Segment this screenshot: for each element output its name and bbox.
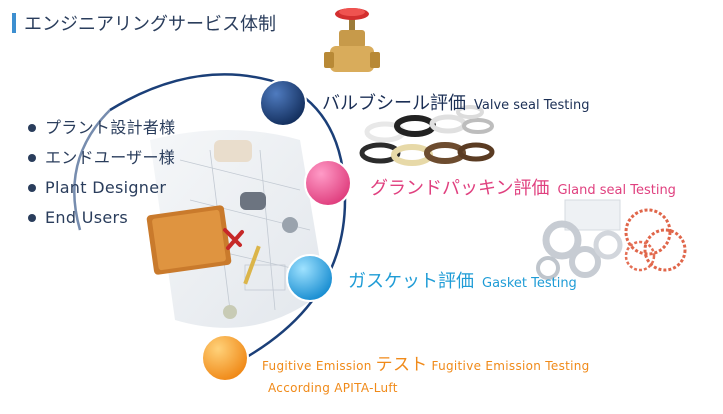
audience-item: End Users	[28, 203, 175, 233]
valve-seal-jp: バルブシール評価	[322, 93, 466, 114]
valve-seal-label: バルブシール評価 Valve seal Testing	[322, 89, 589, 115]
valve-seal-en: Valve seal Testing	[474, 98, 590, 113]
gasket-node	[286, 254, 334, 302]
valve-image	[324, 8, 380, 72]
title-accent-bar	[12, 13, 16, 33]
gasket-en: Gasket Testing	[482, 276, 577, 291]
gasket-label: ガスケット評価 Gasket Testing	[348, 267, 577, 293]
fugitive-jp: テスト	[375, 355, 428, 375]
gland-node	[304, 159, 352, 207]
gland-seal-label: グランドパッキン評価 Gland seal Testing	[370, 174, 676, 200]
fugitive-en: Fugitive Emission Testing	[431, 359, 590, 373]
page-title: エンジニアリングサービス体制	[24, 14, 276, 35]
fugitive-node	[201, 334, 249, 382]
gland-seal-jp: グランドパッキン評価	[370, 178, 550, 199]
audience-item: プラント設計者様	[28, 113, 175, 143]
audience-item: Plant Designer	[28, 173, 175, 203]
valve-node	[259, 79, 307, 127]
gland-seal-en: Gland seal Testing	[557, 183, 676, 198]
seal-rings-image	[359, 105, 495, 166]
gasket-rings-image	[536, 199, 687, 280]
fugitive-pre: Fugitive Emission	[262, 359, 372, 373]
audience-list: プラント設計者様 エンドユーザー様 Plant Designer End Use…	[28, 113, 175, 233]
audience-item: エンドユーザー様	[28, 143, 175, 173]
engineering-tools-image	[146, 130, 325, 328]
gasket-jp: ガスケット評価	[348, 271, 474, 292]
fugitive-standard-label: According APITA-Luft	[268, 381, 398, 395]
